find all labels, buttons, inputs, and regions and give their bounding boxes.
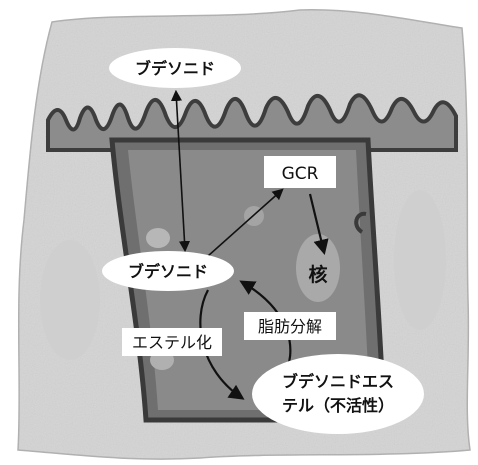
ester-label-line2: テル（不活性） bbox=[282, 396, 394, 415]
outer-region bbox=[394, 190, 446, 330]
ester-bubble bbox=[252, 354, 424, 434]
lipolysis-label: 脂肪分解 bbox=[258, 317, 322, 336]
gcr-label: GCR bbox=[282, 164, 319, 184]
budesonide-top-label: ブデソニド bbox=[135, 59, 215, 78]
budesonide-mid-label: ブデソニド bbox=[128, 262, 208, 281]
outer-region bbox=[40, 240, 100, 360]
esterification-label: エステル化 bbox=[132, 333, 212, 352]
nucleus-label: 核 bbox=[308, 263, 327, 286]
ester-label-line1: ブデソニドエス bbox=[282, 372, 394, 391]
cell-vacuole bbox=[146, 228, 170, 248]
